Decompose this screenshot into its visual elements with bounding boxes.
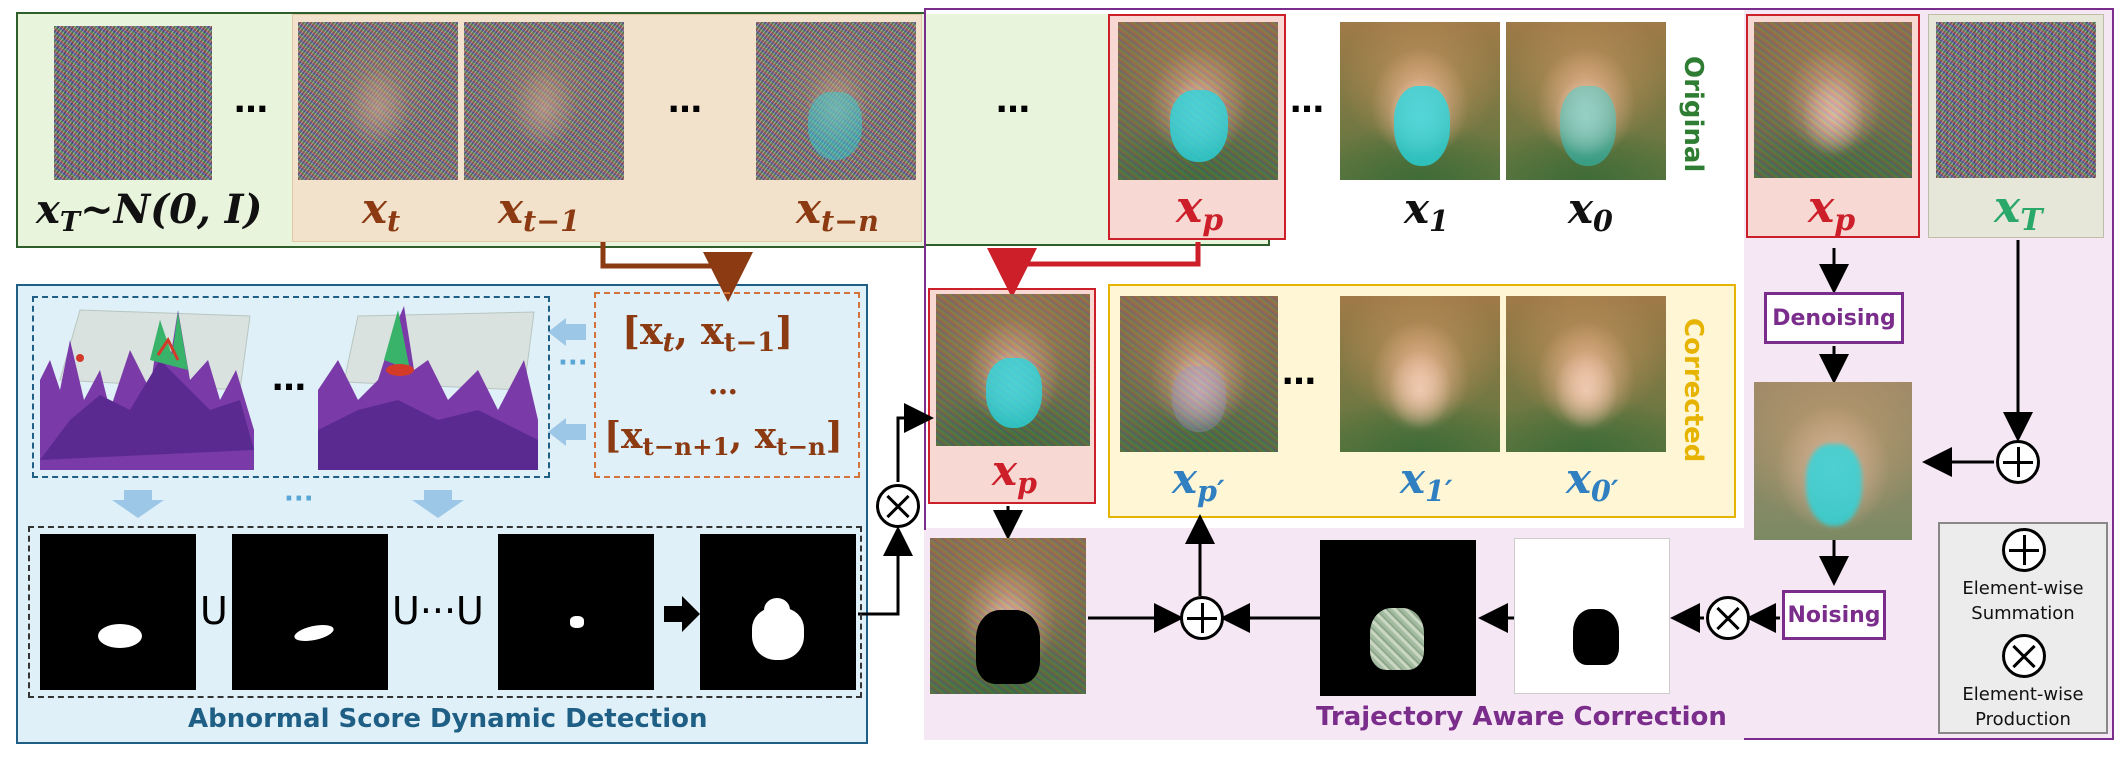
label-xT-right: xT <box>1994 182 2043 239</box>
pair-label-1: [xt, xt−1] <box>622 308 794 359</box>
cyan-mask-overlay <box>1170 90 1228 162</box>
label-xp-corrected: xp <box>992 446 1038 500</box>
mask-blob <box>98 624 142 648</box>
detection-multiply-op <box>876 484 920 528</box>
cyan-mask-overlay <box>1172 366 1226 432</box>
face-xp-right <box>1754 22 1912 178</box>
legend-plus-icon <box>2002 528 2046 572</box>
union-1: U <box>200 589 228 633</box>
cyan-mask-overlay <box>1560 86 1616 166</box>
corrected-ellipsis: … <box>1282 353 1316 393</box>
face-xp-original <box>1118 22 1278 180</box>
label-xp-prime: xp′ <box>1172 454 1225 508</box>
label-x1-prime: x1′ <box>1400 454 1453 508</box>
legend-sum-label: Element-wise Summation <box>1962 578 2084 625</box>
corrected-title: Corrected <box>1678 318 1708 463</box>
face-x0-prime <box>1506 296 1666 452</box>
pair-arrowhead-2 <box>548 418 566 446</box>
trajectory-sum-op <box>1180 596 1224 640</box>
denoising-box: Denoising <box>1764 292 1904 344</box>
score-surface-2 <box>318 300 540 470</box>
noisy-face-xtn <box>756 22 916 180</box>
blurred-face <box>1754 382 1912 540</box>
union-dots: U···U <box>392 589 484 633</box>
trajectory-multiply-op <box>1706 596 1750 640</box>
noise-image-xT <box>54 26 212 180</box>
mask-blob <box>764 598 790 622</box>
ellipsis-2: … <box>668 81 702 121</box>
surface-dots: ··· <box>558 348 588 378</box>
pair-arrowhead-1 <box>548 318 566 346</box>
noise-image-xT-right <box>1936 22 2096 178</box>
ellipsis-1: … <box>234 81 268 121</box>
face-xp-prime <box>1120 296 1278 452</box>
multiply-to-xp-line <box>896 403 934 482</box>
result-arrow <box>664 596 700 632</box>
inverse-mask <box>1514 538 1670 694</box>
label-xp-original: xp <box>1176 182 1224 239</box>
face-xp-corrected <box>936 294 1090 446</box>
inverse-mask-blob <box>1573 609 1619 665</box>
cyan-mask-overlay <box>1806 444 1862 526</box>
trajectory-title: Trajectory Aware Correction <box>1316 702 1727 732</box>
legend-prod-label: Element-wise Production <box>1962 684 2084 731</box>
face-x1-prime <box>1340 296 1500 452</box>
surface-box <box>32 296 550 478</box>
mask-union <box>700 534 856 690</box>
residual-patch <box>1370 608 1424 670</box>
pair-dots: … <box>708 367 738 402</box>
surface-down-arrow-1 <box>112 490 164 518</box>
cyan-mask-overlay <box>808 92 862 160</box>
noisy-face-xt <box>298 22 458 180</box>
surface-down-arrow-2 <box>412 490 464 518</box>
trajectory-pair-arrow <box>600 242 753 302</box>
mask-hole <box>976 610 1040 684</box>
ellipsis-4: … <box>1290 81 1324 121</box>
label-xT-prior: xT~N(0, I) <box>36 186 263 238</box>
label-x0-prime: x0′ <box>1566 454 1619 508</box>
cyan-mask-overlay <box>986 358 1042 428</box>
mask-blob <box>292 621 336 645</box>
label-x1: x1 <box>1404 184 1449 238</box>
score-surface-1 <box>40 300 256 470</box>
label-x0: x0 <box>1568 184 1613 238</box>
cyan-mask-overlay <box>1394 86 1450 166</box>
face-x1 <box>1340 22 1500 180</box>
mask-1 <box>40 534 196 690</box>
mask-to-multiply-line <box>858 526 913 616</box>
label-xt: xt <box>362 184 401 238</box>
pair-label-2: [xt−n+1, xt−n] <box>604 415 843 461</box>
right-sum-op <box>1996 440 2040 484</box>
residual-image <box>1320 540 1476 696</box>
label-xp-right: xp <box>1808 182 1856 239</box>
mask-2 <box>232 534 388 690</box>
surface-ellipsis: … <box>272 359 306 399</box>
mask-3 <box>498 534 654 690</box>
detection-title: Abnormal Score Dynamic Detection <box>188 704 708 734</box>
masked-face <box>930 538 1086 694</box>
ellipsis-3: … <box>996 81 1030 121</box>
face-x0 <box>1506 22 1666 180</box>
noising-box: Noising <box>1782 590 1886 640</box>
pair-box <box>594 292 860 478</box>
label-xt-minus-n: xt−n <box>796 184 879 238</box>
legend-times-icon <box>2002 634 2046 678</box>
mask-box <box>28 526 862 698</box>
xp-copy-arrow <box>987 242 1201 298</box>
label-xt-minus-1: xt−1 <box>498 184 581 238</box>
mask-blob <box>570 616 584 628</box>
noisy-face-xt1 <box>464 22 624 180</box>
arrow-dots: ··· <box>284 484 314 514</box>
